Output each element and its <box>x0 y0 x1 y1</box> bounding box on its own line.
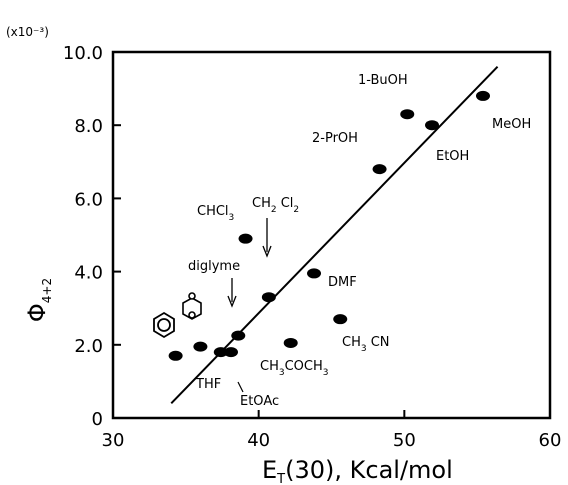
data-point <box>231 330 246 341</box>
y-tick-label: 2.0 <box>74 336 103 357</box>
label-acetone: CH3COCH3 <box>260 359 329 378</box>
label-ch2cl2: CH2 Cl2 <box>252 196 299 215</box>
axis-tick-labels: 30 40 50 60 0 2.0 4.0 6.0 8.0 10.0 <box>63 43 562 451</box>
data-point <box>400 109 415 120</box>
data-point <box>223 347 238 358</box>
x-tick-label: 30 <box>102 430 125 451</box>
y-axis-title-sub: 4+2 <box>40 278 54 303</box>
label-diglyme: diglyme <box>188 259 240 274</box>
data-point <box>333 314 348 325</box>
data-point <box>372 164 387 175</box>
label-etoac: EtOAc <box>240 394 279 409</box>
benzene-ring-icon <box>153 311 175 339</box>
data-point <box>283 337 298 348</box>
label-dmf: DMF <box>328 275 357 290</box>
data-point <box>238 233 253 244</box>
y-tick-label: 8.0 <box>74 116 103 137</box>
fit-line <box>170 65 499 405</box>
arrowhead-ch2cl2 <box>262 245 272 258</box>
label-etoh: EtOH <box>436 149 469 164</box>
data-point <box>193 341 208 352</box>
data-point <box>213 347 228 358</box>
arrowhead-diglyme <box>227 295 237 308</box>
x-tick-label: 40 <box>247 430 270 451</box>
arrow-etoac <box>237 381 244 393</box>
axis-ticks <box>112 51 551 419</box>
data-point <box>168 350 183 361</box>
label-2-proh: 2-PrOH <box>312 131 358 146</box>
data-point <box>475 90 490 101</box>
label-chcl3: CHCl3 <box>197 204 234 223</box>
x-tick-label: 60 <box>539 430 562 451</box>
y-axis-multiplier: (x10⁻³) <box>6 25 49 39</box>
y-tick-label: 0 <box>92 409 103 430</box>
data-point <box>307 268 322 279</box>
y-axis-title-main: Φ <box>23 303 51 322</box>
data-points <box>168 90 490 361</box>
plot-frame <box>111 50 552 420</box>
label-thf: THF <box>195 377 221 392</box>
label-1-buoh: 1-BuOH <box>358 73 408 88</box>
x-axis-title: ET(30), Kcal/mol <box>262 456 453 485</box>
y-axis-title: Φ4+2 <box>23 278 54 322</box>
dioxane-ring-icon <box>182 292 202 320</box>
x-tick-label: 50 <box>393 430 416 451</box>
y-tick-label: 10.0 <box>63 43 103 64</box>
label-meoh: MeOH <box>492 117 531 132</box>
label-ch3cn: CH3 CN <box>342 335 390 354</box>
data-point <box>261 292 276 303</box>
y-tick-label: 4.0 <box>74 263 103 284</box>
data-point <box>425 120 440 131</box>
y-tick-label: 6.0 <box>74 189 103 210</box>
